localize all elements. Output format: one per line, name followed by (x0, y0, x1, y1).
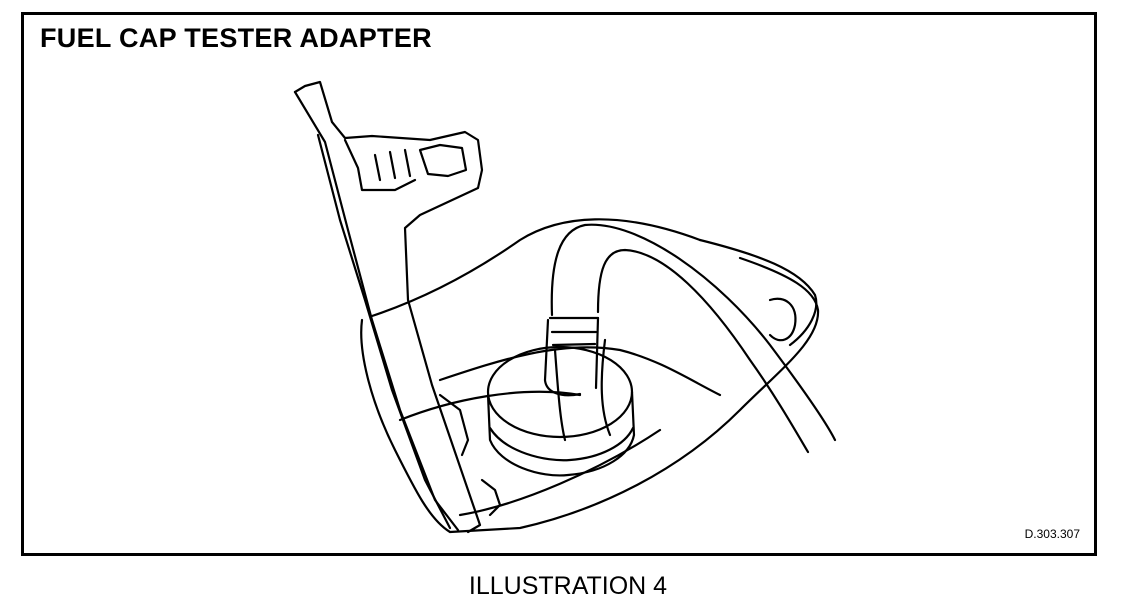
fuel-door-arm-inner (316, 133, 452, 530)
adapter-cap-neck-right (594, 316, 600, 390)
figure-code: D.303.307 (1024, 527, 1080, 541)
tester-hose-inner (596, 248, 810, 454)
fuel-door-hinge-slots (373, 148, 412, 182)
adapter-cap-body (486, 390, 636, 477)
housing-tab (768, 297, 797, 342)
fuel-door-arm (293, 80, 484, 534)
figure-caption: ILLUSTRATION 4 (468, 572, 668, 600)
tester-hose-outer (550, 223, 837, 442)
figure-title: FUEL CAP TESTER ADAPTER (40, 23, 432, 53)
hose-fitting (548, 316, 600, 347)
adapter-cap-neck-left (543, 318, 582, 397)
fuel-door-clip-lower (480, 478, 502, 517)
fuel-door-hinge (343, 138, 417, 192)
fuel-door-clip (438, 393, 470, 457)
fuel-door-grip (418, 143, 468, 178)
hose-inner-line (600, 338, 612, 437)
hose-inner-line-2 (553, 348, 567, 442)
figure-frame: FUEL CAP TESTER ADAPTER D.303.307 (21, 12, 1097, 556)
adapter-cap-ring (488, 426, 635, 462)
filler-recess-edge (458, 428, 662, 517)
filler-housing (360, 256, 820, 534)
filler-recess (438, 346, 722, 397)
filler-housing-inner (370, 218, 702, 318)
filler-housing-rim (698, 238, 818, 347)
